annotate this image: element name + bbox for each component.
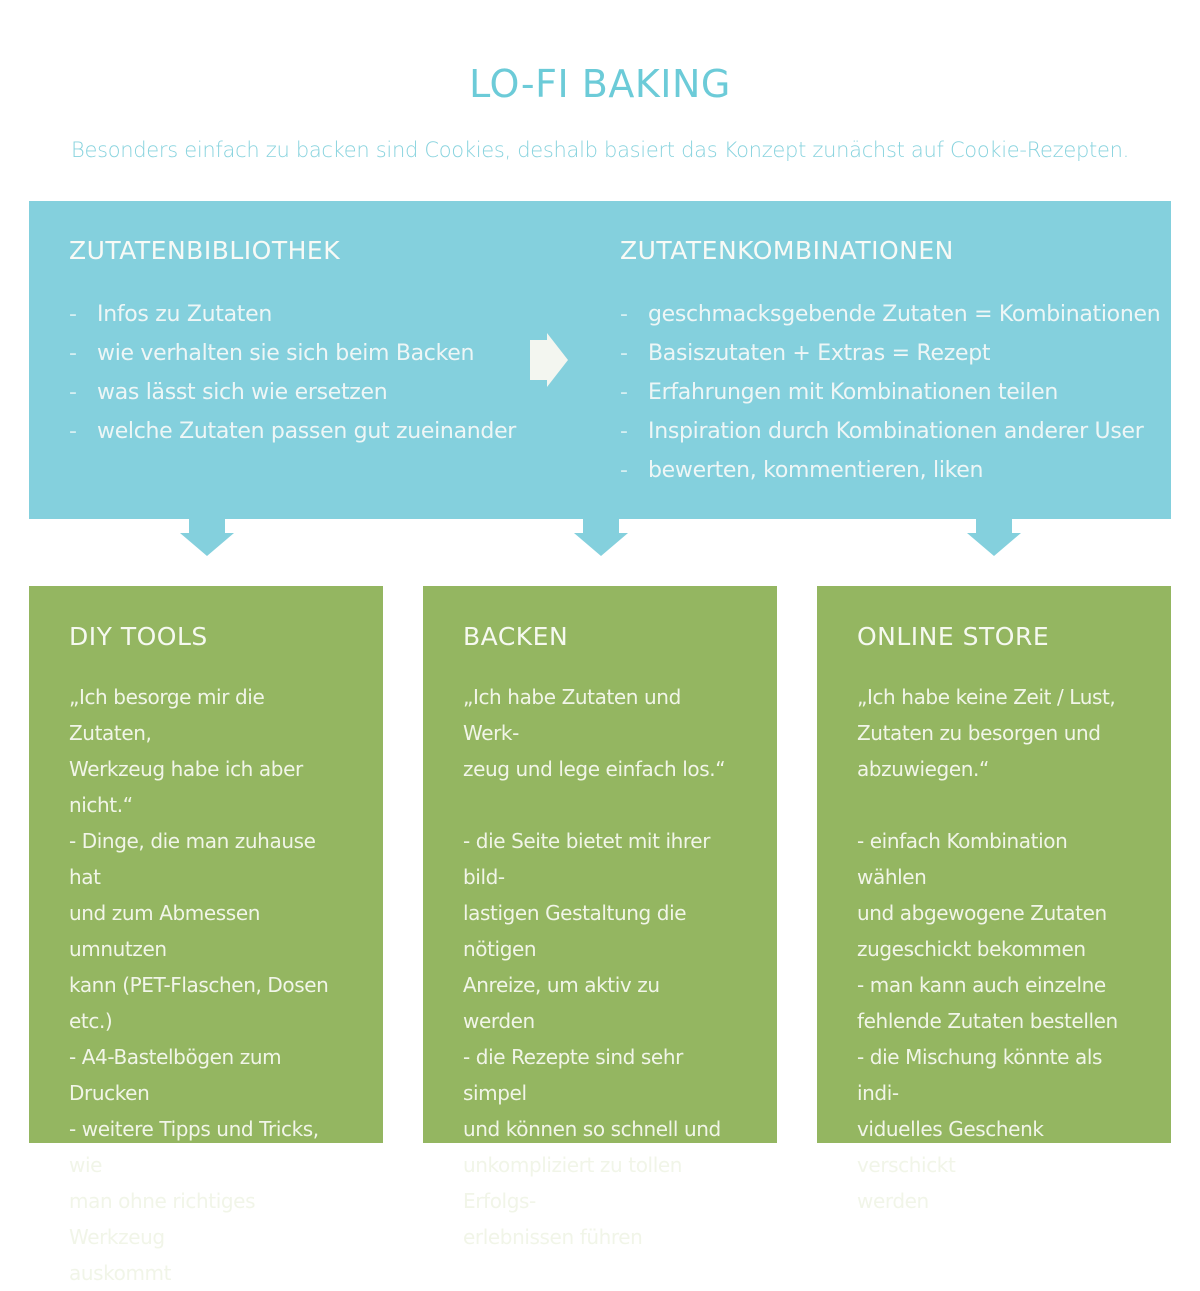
box-body: - einfach Kombination wählen und abgewog… bbox=[857, 829, 1118, 1213]
box-body: - Dinge, die man zuhause hat und zum Abm… bbox=[69, 829, 329, 1285]
list-item: -wie verhalten sie sich beim Backen bbox=[69, 341, 475, 366]
list-item: -was lässt sich wie ersetzen bbox=[69, 380, 388, 405]
box-body: - die Seite bietet mit ihrer bild- lasti… bbox=[463, 829, 721, 1249]
list-item: -Infos zu Zutaten bbox=[69, 302, 273, 327]
box-quote: „Ich habe Zutaten und Werk- zeug und leg… bbox=[463, 685, 726, 781]
zutatenkombinationen-column: ZUTATENKOMBINATIONEN -geschmacksgebende … bbox=[620, 236, 1161, 490]
arrow-down-icon bbox=[574, 519, 628, 556]
backen-box: BACKEN „Ich habe Zutaten und Werk- zeug … bbox=[423, 586, 777, 1249]
list-item: -welche Zutaten passen gut zueinander bbox=[69, 419, 517, 444]
page-title: LO-FI BAKING bbox=[469, 62, 731, 106]
zutatenkombinationen-heading: ZUTATENKOMBINATIONEN bbox=[620, 236, 954, 265]
list-item: -bewerten, kommentieren, liken bbox=[620, 458, 984, 483]
box-heading: DIY TOOLS bbox=[69, 622, 208, 651]
zutatenbibliothek-heading: ZUTATENBIBLIOTHEK bbox=[69, 236, 341, 265]
list-item: -geschmacksgebende Zutaten = Kombination… bbox=[620, 302, 1161, 327]
arrow-down-icon bbox=[180, 519, 234, 556]
box-heading: ONLINE STORE bbox=[857, 622, 1050, 651]
box-quote: „Ich habe keine Zeit / Lust, Zutaten zu … bbox=[857, 685, 1116, 781]
box-heading: BACKEN bbox=[463, 622, 569, 651]
top-panel bbox=[29, 201, 1171, 519]
box-quote: „Ich besorge mir die Zutaten, Werkzeug h… bbox=[69, 685, 303, 817]
list-item: -Inspiration durch Kombinationen anderer… bbox=[620, 419, 1144, 444]
online-store-box: ONLINE STORE „Ich habe keine Zeit / Lust… bbox=[817, 586, 1171, 1213]
list-item: -Erfahrungen mit Kombinationen teilen bbox=[620, 380, 1059, 405]
arrow-down-icon bbox=[967, 519, 1021, 556]
list-item: -Basiszutaten + Extras = Rezept bbox=[620, 341, 991, 366]
arrow-right-icon bbox=[530, 333, 568, 387]
diy-tools-box: DIY TOOLS „Ich besorge mir die Zutaten, … bbox=[29, 586, 383, 1285]
page-subtitle: Besonders einfach zu backen sind Cookies… bbox=[71, 138, 1129, 162]
zutatenbibliothek-column: ZUTATENBIBLIOTHEK -Infos zu Zutaten -wie… bbox=[69, 236, 516, 451]
